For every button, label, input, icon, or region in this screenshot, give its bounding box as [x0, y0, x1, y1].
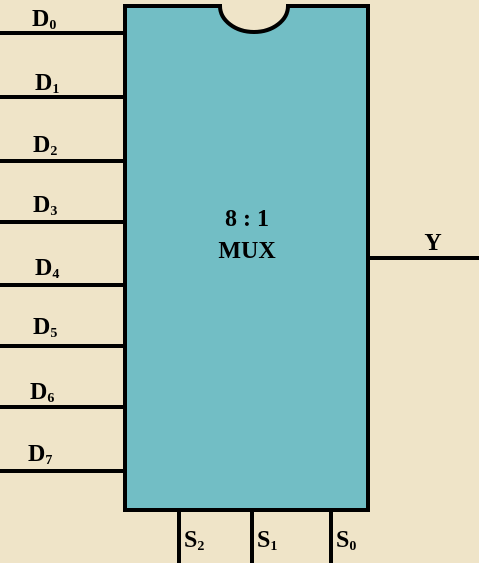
chip-title-line1: 8 : 1 [225, 206, 269, 232]
input-label-d0: D0 [32, 6, 56, 33]
input-label-d4: D4 [35, 255, 59, 282]
select-label-s2: S2 [184, 527, 204, 554]
select-lines: S2 S1 S0 [177, 510, 356, 563]
input-label-d2: D2 [33, 132, 57, 159]
input-label-d7: D7 [28, 441, 52, 468]
output-label-y: Y [424, 230, 441, 256]
input-label-d5: D5 [33, 314, 57, 341]
select-label-s0: S0 [336, 527, 356, 554]
input-label-d6: D6 [30, 379, 54, 406]
chip-title-line2: MUX [218, 238, 276, 264]
mux-chip-body [123, 4, 370, 512]
select-label-s1: S1 [257, 527, 277, 554]
input-label-d1: D1 [35, 70, 59, 97]
input-label-d3: D3 [33, 192, 57, 219]
